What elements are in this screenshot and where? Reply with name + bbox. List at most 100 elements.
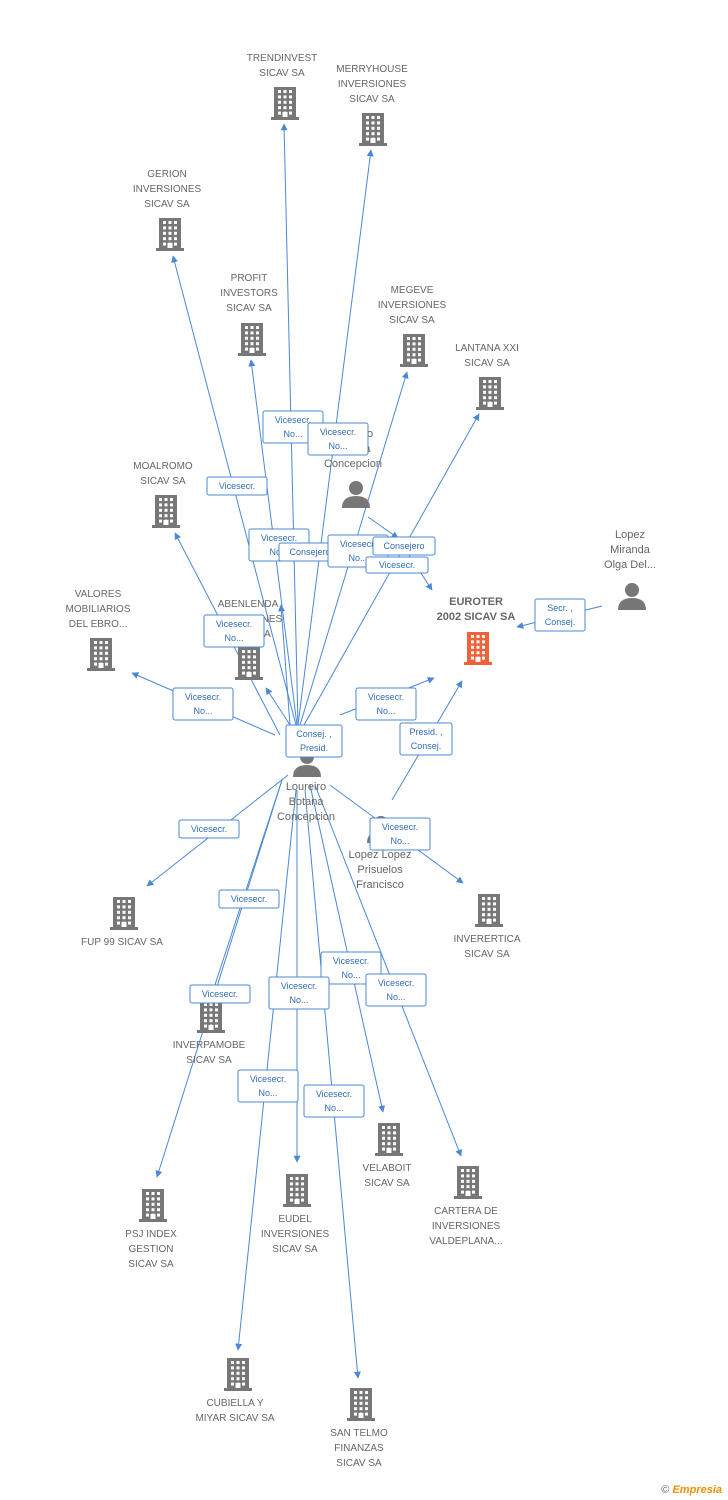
node-label: SICAV SA	[140, 476, 186, 487]
relation-badge[interactable]: Vicesecr.	[206, 476, 268, 496]
relation-badge[interactable]: Vicesecr.	[178, 819, 240, 839]
company-node-cartera[interactable]: CARTERA DEINVERSIONESVALDEPLANA...	[429, 1166, 503, 1247]
node-label: Concepcion	[324, 458, 382, 470]
company-node-fup99[interactable]: FUP 99 SICAV SA	[81, 897, 163, 948]
node-label: GESTION	[128, 1244, 173, 1255]
person-icon	[342, 481, 370, 508]
badge-label: Vicesecr.	[185, 692, 221, 702]
relation-badge[interactable]: Consej. ,Presid.	[285, 724, 343, 758]
footer-brand[interactable]: © Empresia	[661, 1484, 722, 1496]
badge-label: Vicesecr.	[261, 533, 297, 543]
building-icon	[156, 218, 184, 251]
badge-label: No...	[324, 1103, 343, 1113]
company-node-trendinvest[interactable]: TRENDINVEST SICAV SA	[247, 53, 318, 120]
building-icon	[454, 1166, 482, 1199]
node-label: INVESTORS	[220, 288, 278, 299]
badge-label: No...	[390, 836, 409, 846]
badge-label: Vicesecr.	[320, 427, 356, 437]
node-label: SICAV SA	[226, 303, 272, 314]
relation-badge[interactable]: Vicesecr.No...	[369, 817, 431, 851]
relation-badge[interactable]: Vicesecr.	[189, 984, 251, 1004]
relation-edge	[309, 784, 386, 1113]
node-label: MOALROMO	[133, 461, 193, 472]
relation-badge[interactable]: Consejero	[278, 542, 342, 562]
node-label: SICAV SA	[128, 1259, 174, 1270]
relation-badge[interactable]: Vicesecr.No...	[237, 1069, 299, 1103]
node-label: Lopez Lopez	[349, 849, 412, 861]
relation-badge[interactable]: Consejero	[372, 536, 436, 556]
badge-label: Vicesecr.	[275, 415, 311, 425]
badge-label: No...	[328, 441, 347, 451]
node-label: SAN TELMO	[330, 1428, 388, 1439]
badge-label: Consej. ,	[296, 729, 332, 739]
relation-badge[interactable]: Vicesecr.No...	[268, 976, 330, 1010]
node-label: SICAV SA	[259, 68, 305, 79]
node-label: INVERSIONES	[432, 1221, 501, 1232]
relation-edge	[304, 789, 361, 1379]
badge-label: Vicesecr.	[379, 560, 415, 570]
building-icon	[197, 1000, 225, 1033]
node-label: SICAV SA	[144, 199, 190, 210]
node-label: FUP 99 SICAV SA	[81, 937, 163, 948]
relation-badge[interactable]: Vicesecr. No...	[307, 422, 369, 456]
badge-label: Secr. ,	[547, 603, 573, 613]
badge-label: Consej.	[411, 741, 442, 751]
badge-label: Vicesecr.	[333, 956, 369, 966]
badge-label: Vicesecr.	[340, 539, 376, 549]
node-label: INVERSIONES	[261, 1229, 330, 1240]
badge-label: Vicesecr.	[368, 692, 404, 702]
relation-edge	[367, 516, 399, 539]
relation-badge[interactable]: Vicesecr.	[218, 889, 280, 909]
node-label: Miranda	[610, 544, 651, 556]
node-label: Concepcion	[277, 811, 335, 823]
building-icon	[152, 495, 180, 528]
node-label: Lopez	[615, 529, 645, 541]
building-icon	[238, 323, 266, 356]
relation-badge[interactable]: Secr. ,Consej.	[534, 598, 586, 632]
relation-badge[interactable]: Presid. ,Consej.	[399, 722, 453, 756]
relation-badge[interactable]: Vicesecr.No...	[303, 1084, 365, 1118]
badge-label: No...	[283, 429, 302, 439]
badge-label: Vicesecr.	[250, 1074, 286, 1084]
node-label: TRENDINVEST	[247, 53, 318, 64]
node-label: DEL EBRO...	[69, 619, 128, 630]
building-icon	[235, 647, 263, 680]
building-icon	[224, 1358, 252, 1391]
node-label: EUROTER	[449, 596, 503, 608]
relation-badge[interactable]: Vicesecr.	[365, 556, 429, 574]
relation-edge	[314, 784, 462, 1157]
relation-badge[interactable]: Vicesecr.No...	[365, 973, 427, 1007]
node-label: Loureiro	[286, 781, 326, 793]
company-node-moalromo[interactable]: MOALROMO SICAV SA	[133, 461, 193, 528]
badge-label: Vicesecr.	[231, 894, 267, 904]
node-label: Botana	[289, 796, 325, 808]
badge-label: Consejero	[289, 547, 330, 557]
building-icon	[400, 334, 428, 367]
relation-badge[interactable]: Vicesecr.No...	[203, 614, 265, 648]
badge-label: No...	[193, 706, 212, 716]
node-label: INVERSIONES	[338, 79, 407, 90]
relation-badge[interactable]: Vicesecr.No...	[355, 687, 417, 721]
building-icon	[347, 1388, 375, 1421]
relation-badge[interactable]: Vicesecr. No...	[172, 687, 234, 721]
brand-logo: Empresia	[672, 1484, 722, 1496]
badge-label: No...	[386, 992, 405, 1002]
building-icon	[464, 632, 492, 665]
